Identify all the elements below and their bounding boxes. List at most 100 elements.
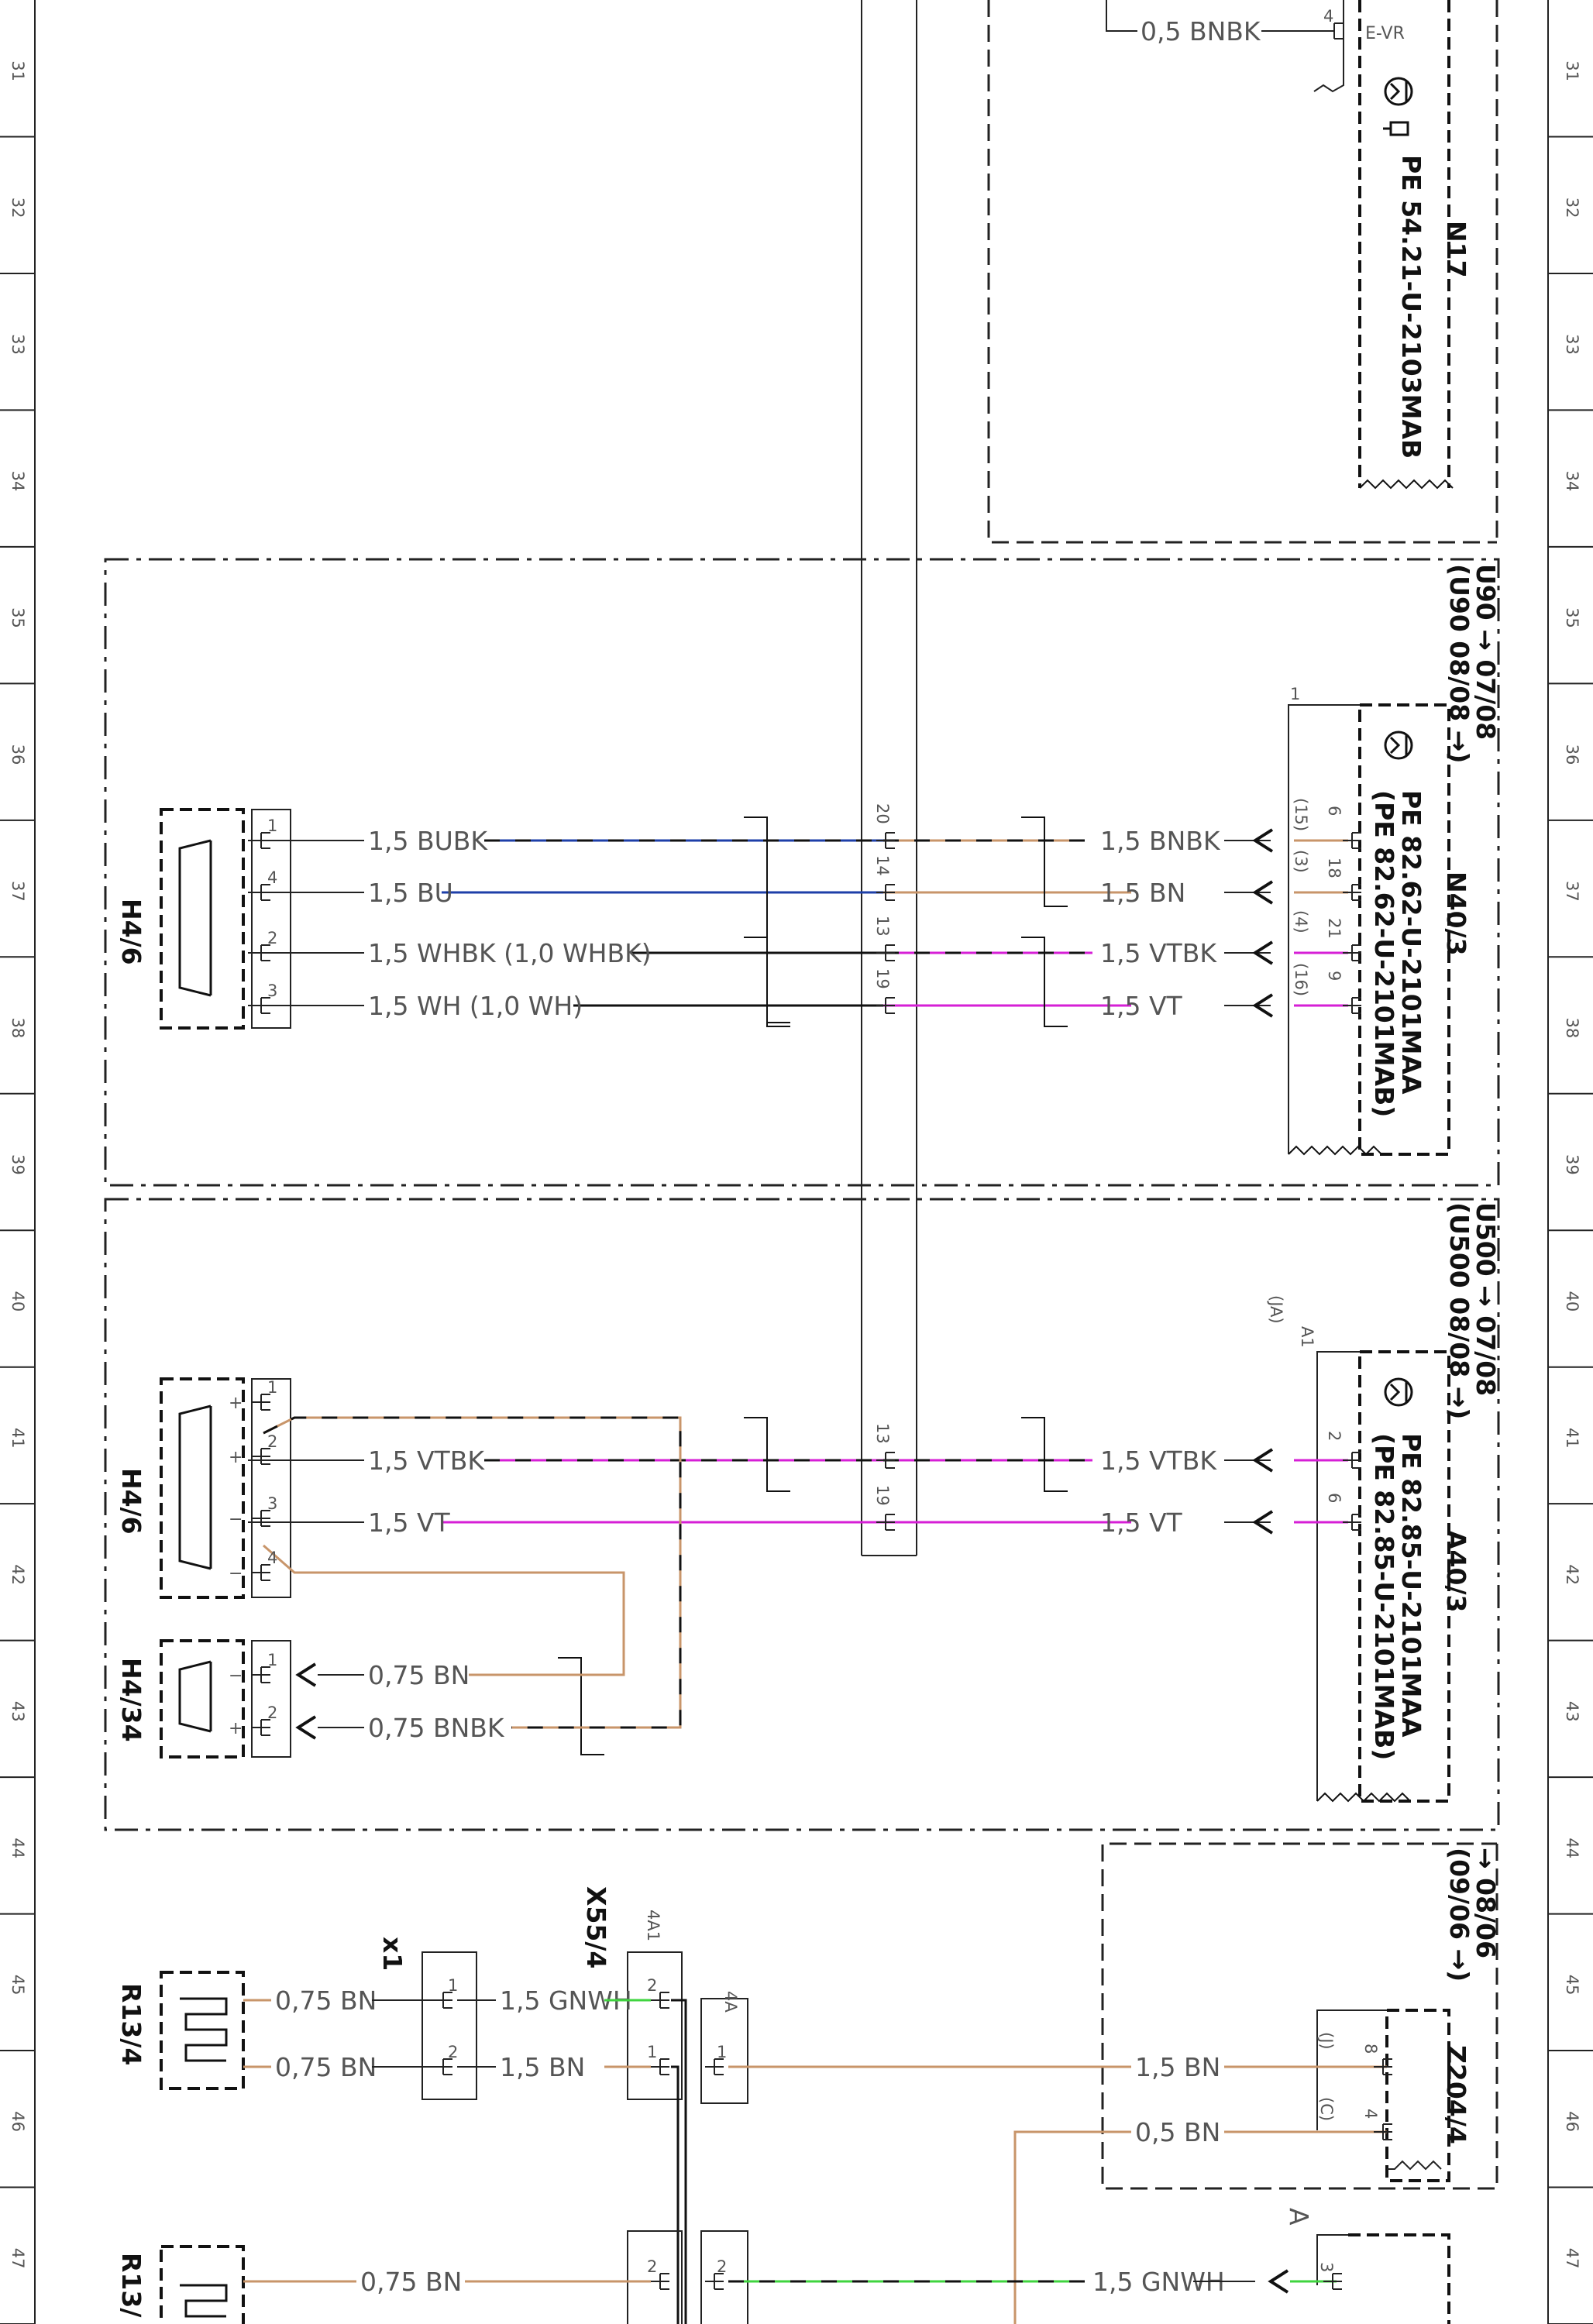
pin-terminal xyxy=(1374,2058,1392,2075)
x554-pin: 2 xyxy=(647,2257,657,2276)
n403-ref2: (PE 82.62-U-2101MAB) xyxy=(1369,790,1399,1117)
hand-pointer-icon xyxy=(1383,121,1409,136)
pin-terminal xyxy=(252,997,270,1014)
ruler-label-right: 32 xyxy=(1563,198,1581,218)
pin-terminal xyxy=(252,1719,270,1736)
ruler-label-left: 31 xyxy=(9,60,27,81)
a403-id: A40/3 xyxy=(1441,1530,1471,1612)
a403-bracket xyxy=(1316,1351,1360,1801)
h434-pin-groups: 1−0,75 BN2+0,75 BNBK xyxy=(229,1651,505,1743)
x554-id: X55/4 xyxy=(581,1886,611,1968)
pin-terminal xyxy=(876,884,895,901)
pin-terminal xyxy=(252,832,270,849)
n403-zigzag xyxy=(1288,1145,1382,1156)
pin-terminal xyxy=(1343,1452,1361,1469)
n17-frame xyxy=(987,0,1498,544)
ruler-label-left: 37 xyxy=(9,881,27,902)
ruler-label-left: 40 xyxy=(9,1291,27,1312)
ground-arrow-icon xyxy=(1252,880,1274,905)
h46-top-pin: 3 xyxy=(267,982,277,1000)
n403-id: N40/3 xyxy=(1441,871,1471,956)
pin-terminal xyxy=(1343,1514,1361,1531)
ruler-label-right: 43 xyxy=(1563,1701,1581,1722)
n17-zigzag xyxy=(1359,479,1454,490)
pin-terminal xyxy=(252,1448,270,1465)
n403-right-wire-label: 1,5 VTBK xyxy=(1100,938,1217,968)
ruler-label-right: 42 xyxy=(1563,1564,1581,1585)
pin-terminal xyxy=(1343,884,1361,901)
h46-top-id: H4/6 xyxy=(116,899,146,965)
n403-pin-alt: (3) xyxy=(1292,850,1310,873)
pin-terminal xyxy=(876,944,895,961)
z2044-pin-alt: (J) xyxy=(1317,2032,1336,2050)
h46-bottom-polarity: + xyxy=(229,1394,243,1413)
ground-arrow-icon xyxy=(295,1715,317,1740)
n17-block xyxy=(1358,0,1450,488)
x1-id: x1 xyxy=(377,1937,408,1971)
h434-polarity: + xyxy=(229,1719,243,1738)
bottom-left-label: 0,75 BN xyxy=(360,2267,462,2297)
pin-terminal xyxy=(1343,997,1361,1014)
n403-pin-alt: (16) xyxy=(1292,963,1310,996)
pin-terminal xyxy=(434,2058,452,2075)
x1-connector xyxy=(421,1951,477,2100)
ground-arrow-icon xyxy=(1252,940,1274,965)
pin-terminal xyxy=(1374,2123,1392,2140)
pin-terminal xyxy=(252,1394,270,1411)
h434-wire-label: 0,75 BN xyxy=(368,1660,470,1690)
h434-polarity: − xyxy=(229,1666,243,1686)
ruler-label-left: 38 xyxy=(9,1018,27,1039)
ruler-label-left: 43 xyxy=(9,1701,27,1722)
z2044-wire-label: 0,5 BN xyxy=(1135,2117,1220,2147)
a403-arrow-b: (U500 08/08 →) xyxy=(1444,1202,1474,1419)
ruler-label-right: 45 xyxy=(1563,1975,1581,1996)
pin-terminal xyxy=(434,1992,452,2009)
pin-terminal xyxy=(252,1510,270,1527)
pin-terminal xyxy=(252,884,270,901)
ground-arrow-icon xyxy=(1252,1510,1274,1535)
n403-right-wire-label: 1,5 VT xyxy=(1100,991,1183,1021)
x554-pin: 2 xyxy=(647,1976,657,1995)
a403-ref2: (PE 82.85-U-2101MAB) xyxy=(1369,1433,1399,1760)
ruler-label-right: 40 xyxy=(1563,1291,1581,1312)
ruler-label-right: 46 xyxy=(1563,2111,1581,2132)
h46-bottom-polarity: − xyxy=(229,1564,243,1583)
pin-terminal xyxy=(1343,944,1361,961)
ruler-label-left: 34 xyxy=(9,471,27,492)
n403-ref1: PE 82.62-U-2101MAA xyxy=(1396,790,1426,1095)
ruler-label-right: 33 xyxy=(1563,334,1581,355)
a403-pin: 2 xyxy=(1325,1431,1344,1441)
z2044-arrow-a: → 08/06 xyxy=(1471,1848,1501,1958)
pin-terminal xyxy=(876,997,895,1014)
h434-pin: 2 xyxy=(267,1703,277,1722)
z2044-pin: 8 xyxy=(1361,2044,1380,2054)
ruler-label-right: 39 xyxy=(1563,1154,1581,1175)
n403-arrow-a: U90 → 07/08 xyxy=(1471,564,1501,740)
x1-pin: 2 xyxy=(448,2043,458,2061)
z2044-arrow-b: (09/06 →) xyxy=(1444,1848,1474,1982)
pin-terminal xyxy=(876,1514,895,1531)
ruler-label-left: 32 xyxy=(9,198,27,218)
ruler-label-right: 37 xyxy=(1563,881,1581,902)
h46-bottom-id: H4/6 xyxy=(116,1468,146,1535)
pin-terminal xyxy=(651,1992,669,2009)
harness-pin: 19 xyxy=(873,1485,892,1506)
a-block xyxy=(1348,2233,1450,2324)
n403-left-wire-label: 1,5 WHBK (1,0 WHBK) xyxy=(368,938,652,968)
ruler-label-left: 41 xyxy=(9,1428,27,1449)
ruler-label-right: 31 xyxy=(1563,60,1581,81)
pin-terminal xyxy=(651,2273,669,2290)
n403-block xyxy=(1358,703,1450,1156)
z2044-block xyxy=(1385,2009,1450,2182)
speaker-icon xyxy=(178,1660,212,1733)
n403-pin: 9 xyxy=(1325,971,1344,981)
h434-wire-label: 0,75 BNBK xyxy=(368,1713,505,1743)
ground-arrow-icon xyxy=(1252,1448,1274,1473)
ruler-label-left: 33 xyxy=(9,334,27,355)
ground-arrow-icon xyxy=(295,1662,317,1687)
n17-signal: E-VR xyxy=(1365,24,1405,43)
h46-bottom-polarity: − xyxy=(229,1510,243,1529)
ground-arrow-icon xyxy=(1252,993,1274,1018)
